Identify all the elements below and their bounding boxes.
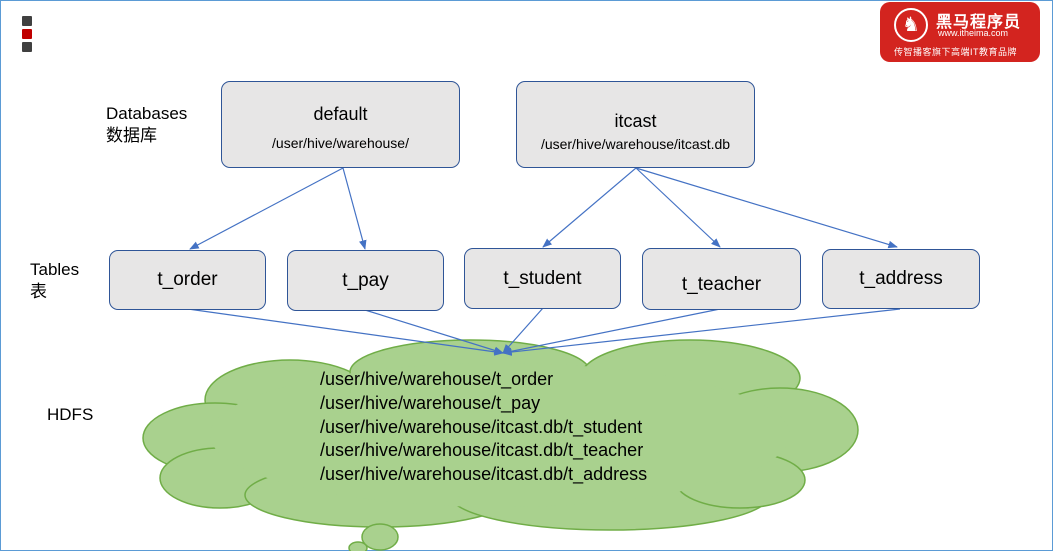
table-box-t_pay[interactable]: t_pay [287,250,444,311]
database-box-itcast[interactable]: itcast /user/hive/warehouse/itcast.db [516,81,755,168]
hdfs-path-item: /user/hive/warehouse/t_order [320,369,554,389]
logo-slogan: 传智播客旗下高端IT教育品牌 [894,47,1017,57]
table-name: t_address [859,268,943,289]
brand-logo: ♞ 黑马程序员 www.itheima.com 传智播客旗下高端IT教育品牌 [880,2,1040,62]
arrow-default-to-t_order [189,167,344,250]
bullet-square-top [22,16,32,26]
table-box-t_address[interactable]: t_address [822,249,980,309]
bullet-square-bottom [22,42,32,52]
hdfs-path-item: /user/hive/warehouse/itcast.db/t_address [320,464,648,485]
tables-label-en: Tables [30,260,80,279]
hdfs-path-list: /user/hive/warehouse/t_order /user/hive/… [320,368,647,487]
database-name: itcast [614,111,657,131]
database-name: default [313,104,368,124]
horse-logo-icon: ♞ [894,8,928,42]
table-box-t_student[interactable]: t_student [464,248,621,309]
arrow-t_order-to-hdfs [187,308,504,356]
tables-label-cn: 表 [30,282,47,302]
databases-label-en: Databases [106,104,188,123]
logo-brand-name: 黑马程序员 [936,14,1022,31]
arrow-t_pay-to-hdfs [364,309,504,355]
table-box-t_teacher[interactable]: t_teacher [642,248,801,310]
hdfs-label: HDFS [47,405,94,424]
table-name: t_teacher [681,274,762,295]
arrow-t_student-to-hdfs [502,307,544,354]
logo-url: www.itheima.com [938,28,1009,38]
arrow-itcast-to-t_teacher [635,167,721,248]
slide-bullet-markers [22,16,32,55]
tables-label: Tables 表 [30,259,79,303]
arrow-default-to-t_pay [342,167,367,250]
database-path: /user/hive/warehouse/itcast.db [540,136,731,152]
hdfs-path-item: /user/hive/warehouse/itcast.db/t_teacher [320,440,644,461]
database-path: /user/hive/warehouse/ [272,135,409,151]
hdfs-path-item: /user/hive/warehouse/itcast.db/t_student [320,416,643,437]
database-box-default[interactable]: default /user/hive/warehouse/ [221,81,460,168]
databases-label: Databases 数据库 [106,103,187,147]
table-name: t_student [503,267,582,289]
arrow-t_address-to-hdfs [502,308,901,356]
arrows [187,167,901,356]
table-name: t_pay [342,269,389,291]
hdfs-cloud [142,339,859,531]
bullet-square-middle [22,29,32,39]
arrow-itcast-to-t_address [635,167,898,249]
table-name: t_order [157,269,218,290]
databases-label-cn: 数据库 [106,126,157,146]
hdfs-path-item: /user/hive/warehouse/t_pay [320,392,541,413]
table-box-t_order[interactable]: t_order [109,250,266,310]
cloud-tail [348,523,399,551]
arrow-itcast-to-t_student [542,167,637,248]
arrow-t_teacher-to-hdfs [502,308,721,356]
